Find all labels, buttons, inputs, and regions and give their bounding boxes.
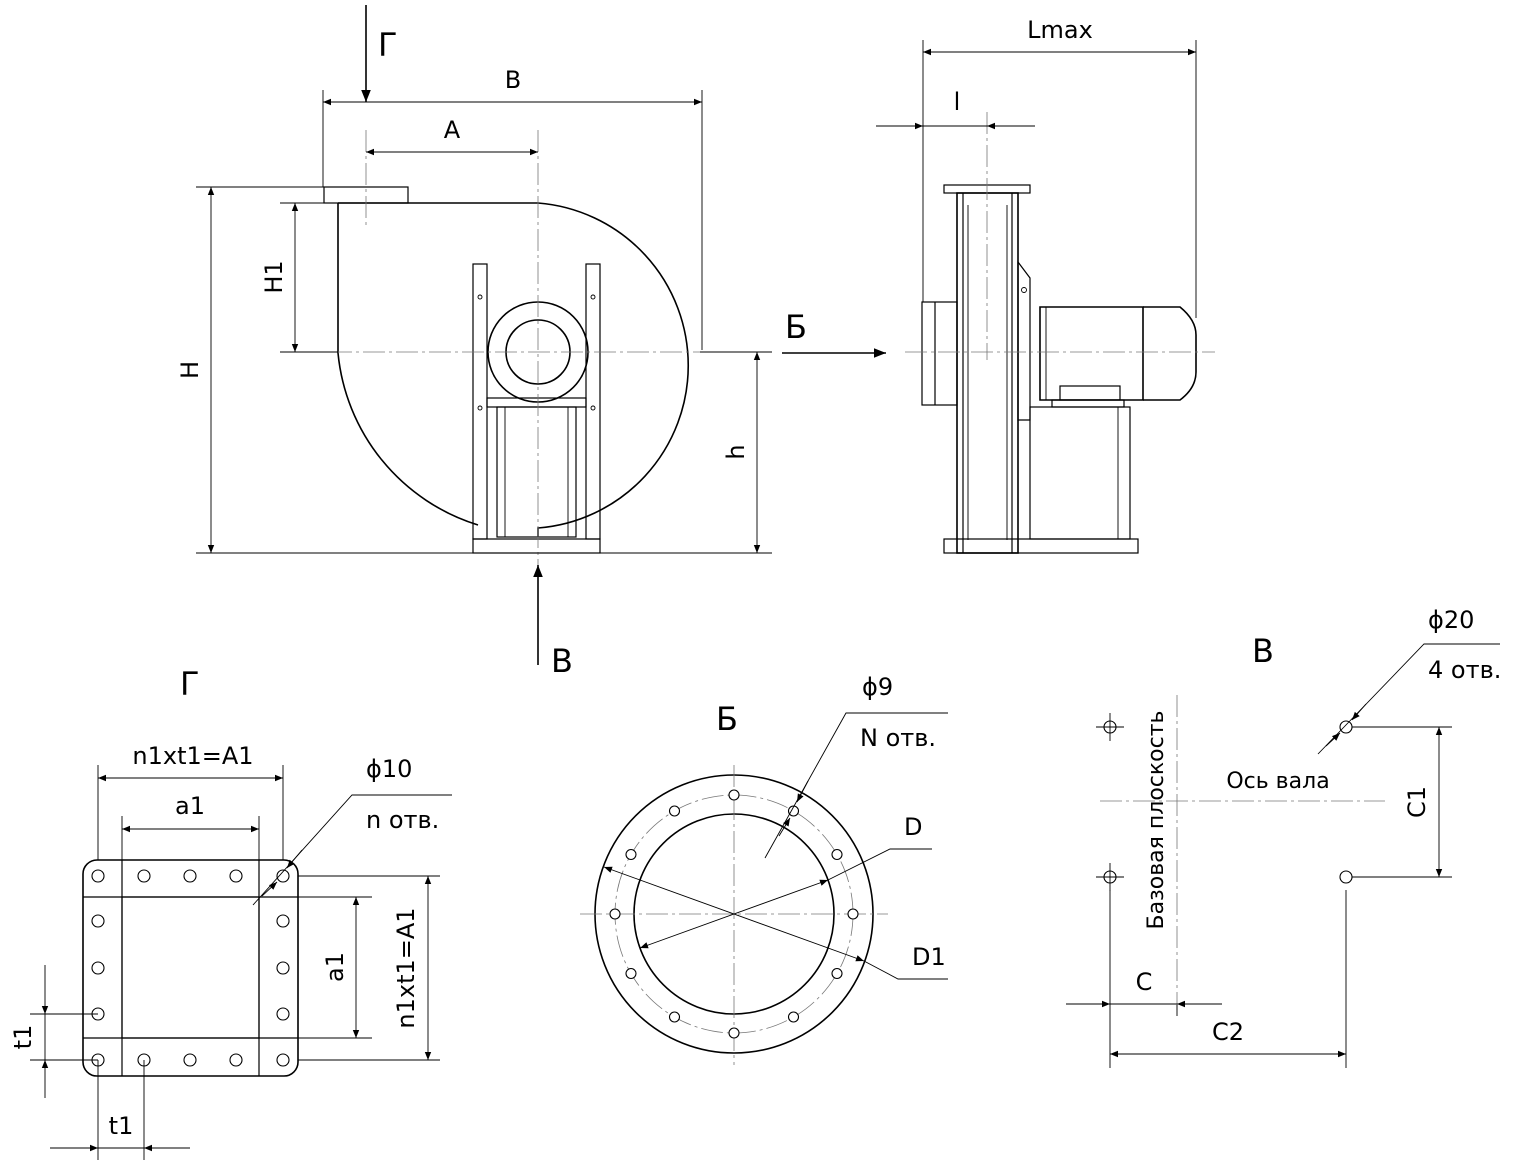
side-base [943, 538, 1139, 554]
outlet-flange-view: Г [9, 665, 452, 1160]
flange-hole [276, 1007, 290, 1021]
shaft-axis-label: Ось вала [1226, 769, 1329, 794]
base-mount-view: В Ось вала Базовая плоскость C1 C C2 [1066, 606, 1501, 1068]
dim-label-Lmax: Lmax [1027, 16, 1093, 44]
dim-label-D: D [904, 813, 922, 841]
mount-hole [1339, 870, 1353, 884]
hole-dia-inlet: ϕ9 [862, 673, 893, 701]
bolt [477, 405, 483, 411]
flange-hole [91, 869, 105, 883]
side-bearing [1017, 260, 1031, 421]
flange-hole [183, 869, 197, 883]
inlet-hole [847, 908, 859, 920]
dim-label-H1: H1 [260, 260, 288, 293]
dim-label-h: h [722, 444, 750, 459]
view-marker-V: В [551, 642, 573, 680]
fan-housing-outline [337, 202, 690, 537]
dim-line-D1 [603, 866, 865, 962]
dim-label-t1-h: t1 [109, 1112, 134, 1140]
inlet-view-title: Б [716, 700, 738, 738]
dim-label-outlet-top: n1xt1=A1 [132, 742, 253, 770]
dim-label-t1-v: t1 [9, 1025, 37, 1050]
dim-label-a1-h: a1 [175, 792, 205, 820]
dim-label-l: l [954, 88, 961, 116]
frame-post-right [585, 263, 601, 540]
inlet-hole [787, 805, 800, 817]
inlet-hole [668, 1011, 681, 1023]
front-view: B A H H1 h Г В [176, 5, 772, 680]
inlet-hole [625, 967, 637, 980]
bolt [590, 405, 596, 411]
mount-hole [1339, 720, 1353, 734]
bolt [477, 294, 483, 300]
dim-label-H: H [176, 361, 204, 379]
flange-hole [276, 914, 290, 928]
inlet-hole [609, 908, 621, 920]
flange-hole [91, 914, 105, 928]
outlet-view-title: Г [180, 665, 200, 703]
hole-count-base: 4 отв. [1428, 656, 1501, 684]
frame-post-left [472, 263, 488, 540]
motor-stand [496, 406, 577, 538]
inlet-hole [625, 848, 637, 861]
dim-label-outlet-right: n1xt1=A1 [392, 907, 420, 1028]
inlet-hole [728, 1027, 740, 1039]
hole-dia-base: ϕ20 [1428, 606, 1474, 634]
hole-count-outlet: n отв. [366, 806, 439, 834]
view-marker-B: Б [785, 308, 807, 346]
dim-label-A: A [444, 116, 461, 144]
outlet-flange-outline [82, 859, 299, 1077]
outlet-opening [121, 896, 260, 1039]
view-marker-G: Г [378, 26, 398, 64]
motor-end-cap [1143, 306, 1197, 401]
inlet-flange-view: Б D D1 ϕ9 N отв. [580, 673, 948, 1065]
flange-hole [276, 961, 290, 975]
inlet-hole [668, 805, 681, 817]
flange-hole [276, 869, 290, 883]
leader-phi9 [764, 712, 948, 859]
base-view-title: В [1252, 632, 1274, 670]
inlet-hole [787, 1011, 800, 1023]
flange-hole [137, 869, 151, 883]
hole-count-inlet: N отв. [860, 724, 936, 752]
side-view: Lmax l Б [782, 16, 1215, 554]
bolt [590, 294, 596, 300]
flange-hole [91, 961, 105, 975]
base-plane-label: Базовая плоскость [1144, 710, 1169, 929]
dim-label-C2: C2 [1212, 1018, 1244, 1046]
leader-phi10 [252, 794, 452, 906]
dim-label-B: B [505, 66, 521, 94]
dim-label-C1: C1 [1403, 786, 1431, 818]
base-plate [472, 538, 601, 554]
side-housing [956, 192, 1019, 554]
flange-hole [229, 869, 243, 883]
flange-hole [229, 1053, 243, 1067]
inlet-hole [728, 789, 740, 801]
flange-hole [276, 1053, 290, 1067]
side-motor-stand [1029, 406, 1131, 540]
dim-label-a1-v: a1 [321, 952, 349, 982]
flange-hole [183, 1053, 197, 1067]
dim-label-C: C [1136, 968, 1153, 996]
hole-dia-outlet: ϕ10 [366, 755, 412, 783]
inlet-hole [831, 967, 843, 980]
inlet-hole [831, 848, 843, 861]
dim-label-D1: D1 [912, 943, 946, 971]
side-inlet-nozzle [921, 301, 958, 406]
